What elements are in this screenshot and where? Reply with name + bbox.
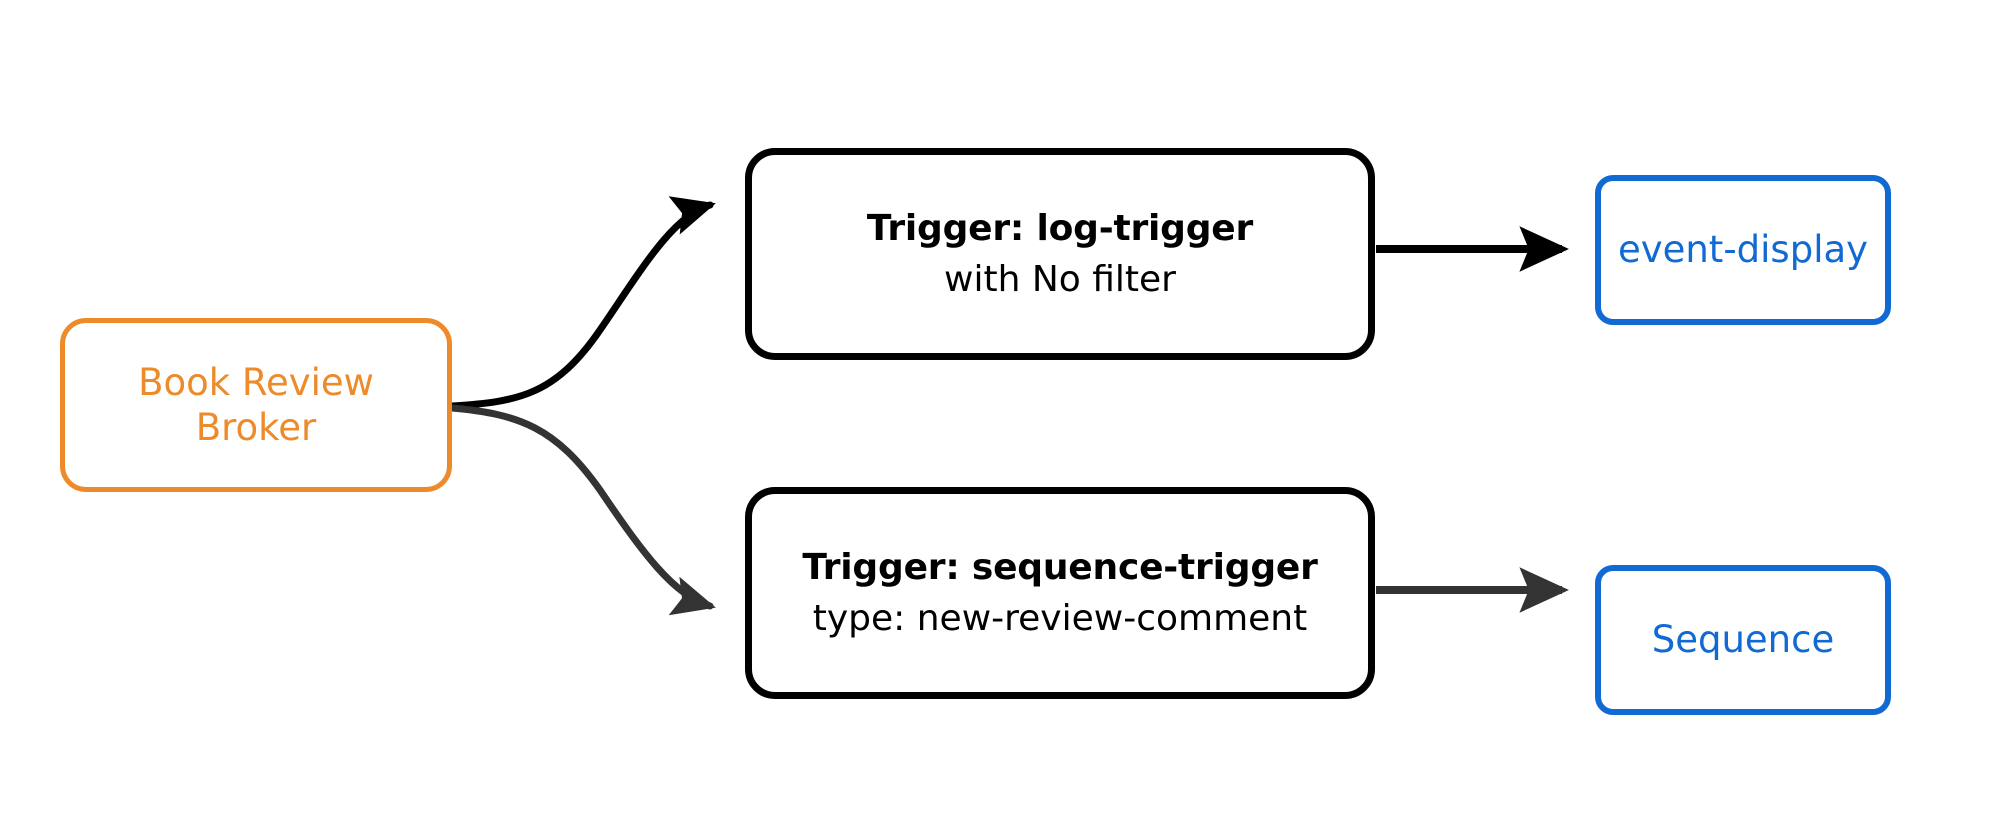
node-sink-sequence[interactable]: Sequence — [1595, 565, 1891, 715]
sink-label: event-display — [1617, 228, 1869, 272]
node-book-review-broker[interactable]: Book Review Broker — [60, 318, 452, 492]
node-trigger-sequence-trigger[interactable]: Trigger: sequence-trigger type: new-revi… — [745, 487, 1375, 699]
node-trigger-log-trigger[interactable]: Trigger: log-trigger with No filter — [745, 148, 1375, 360]
trigger-title: Trigger: sequence-trigger — [802, 546, 1318, 588]
trigger-subtitle: type: new-review-comment — [812, 597, 1308, 639]
edge-broker-to-log-trigger — [448, 196, 716, 410]
trigger-title: Trigger: log-trigger — [866, 207, 1254, 249]
edge-broker-to-sequence-trigger — [448, 404, 716, 616]
broker-label-line1: Book Review — [138, 360, 374, 404]
node-sink-event-display[interactable]: event-display — [1595, 175, 1891, 325]
broker-label-line2: Broker — [195, 406, 317, 449]
sink-label: Sequence — [1651, 618, 1835, 662]
trigger-subtitle: with No filter — [944, 258, 1176, 300]
